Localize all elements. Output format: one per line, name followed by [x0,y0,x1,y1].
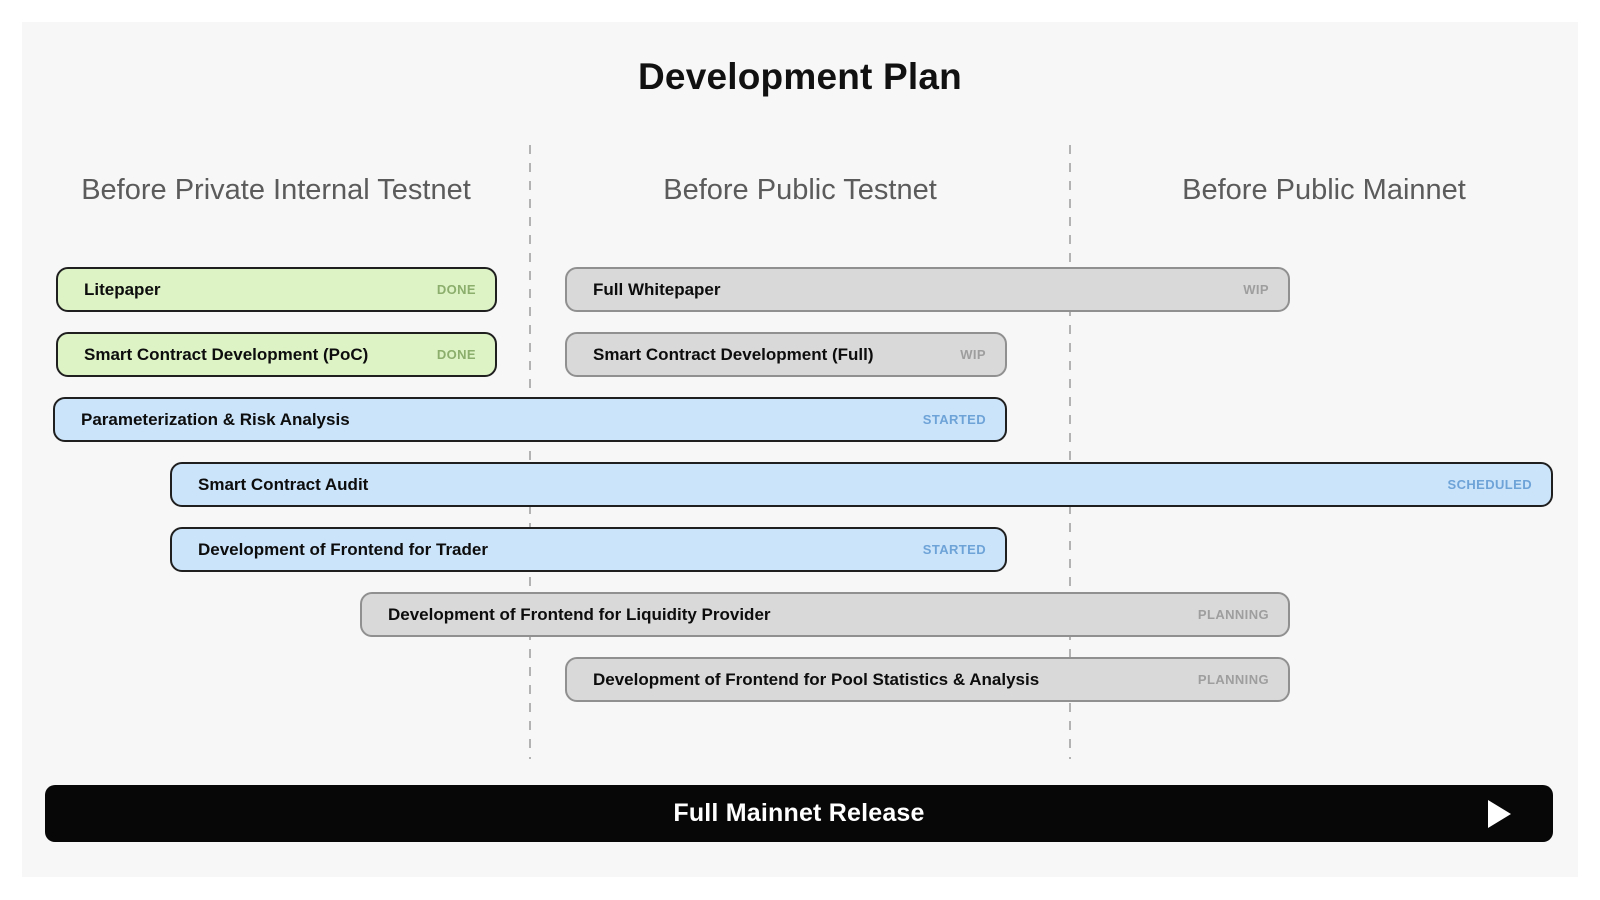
task-label: Litepaper [84,279,161,299]
task-bar: Parameterization & Risk Analysis STARTED [53,397,1007,442]
task-label: Smart Contract Audit [198,474,369,494]
task-label: Smart Contract Development (Full) [593,344,874,364]
column-header-before-private-internal-testnet: Before Private Internal Testnet [81,174,471,206]
task-label: Development of Frontend for Trader [198,539,488,559]
task-label: Smart Contract Development (PoC) [84,344,369,364]
page-title: Development Plan [638,56,962,97]
column-divider [529,145,531,759]
task-bar: Development of Frontend for Pool Statist… [565,657,1290,702]
column-header-before-public-mainnet: Before Public Mainnet [1182,174,1466,206]
task-bar: Smart Contract Development (Full) WIP [565,332,1007,377]
task-bar: Smart Contract Audit SCHEDULED [170,462,1553,507]
full-mainnet-release-bar: Full Mainnet Release [45,785,1553,842]
release-label: Full Mainnet Release [673,799,925,827]
task-status-badge: STARTED [922,542,986,557]
roadmap-panel: Development Plan Before Private Internal… [22,22,1578,877]
task-status-badge: DONE [436,282,476,297]
task-label: Parameterization & Risk Analysis [81,409,350,429]
task-status-badge: DONE [436,347,476,362]
task-bar: Development of Frontend for Trader STARTE… [170,527,1007,572]
task-status-badge: STARTED [922,412,986,427]
task-bar: Smart Contract Development (PoC) DONE [56,332,497,377]
task-label: Development of Frontend for Pool Statist… [593,669,1040,689]
task-bar: Full Whitepaper WIP [565,267,1290,312]
column-divider [1069,145,1071,759]
task-bar: Development of Frontend for Liquidity Pr… [360,592,1290,637]
task-status-badge: WIP [960,347,986,362]
task-label: Full Whitepaper [593,279,721,299]
play-arrow-icon [1488,799,1511,828]
task-bar: Litepaper DONE [56,267,497,312]
task-status-badge: PLANNING [1197,672,1269,687]
task-status-badge: PLANNING [1197,607,1269,622]
task-status-badge: SCHEDULED [1447,477,1532,492]
task-label: Development of Frontend for Liquidity Pr… [388,604,771,624]
column-header-before-public-testnet: Before Public Testnet [663,174,937,206]
task-status-badge: WIP [1243,282,1269,297]
